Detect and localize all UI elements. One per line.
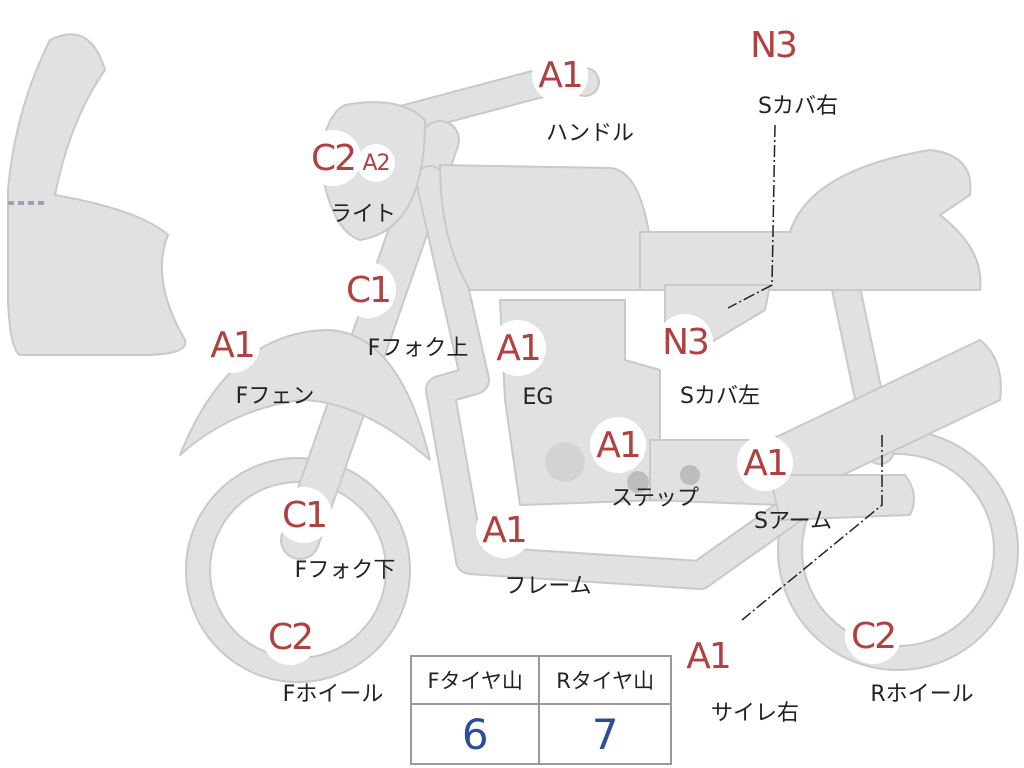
fork-upper-grade: C1 (340, 262, 396, 318)
fork-upper-label: Fフォク上 (367, 336, 469, 361)
fork-lower-label: Fフォク下 (294, 558, 396, 583)
fork-lower-grade: C1 (276, 487, 332, 543)
swing-arm-label: Sアーム (754, 509, 832, 534)
fuel-tank-shape (439, 164, 651, 291)
front-wheel-label: Fホイール (282, 682, 384, 707)
engine-grade: A1 (490, 320, 546, 376)
front-tread-header: Fタイヤ山 (409, 655, 541, 705)
s-cover-right-label: Sカバ右 (758, 94, 838, 119)
rear-tread-value: 7 (538, 703, 672, 765)
muffler-right-grade: A1 (680, 628, 736, 684)
handle-grade: A1 (532, 47, 588, 103)
s-cover-right-grade: N3 (745, 17, 801, 73)
s-cover-left-label: Sカバ左 (680, 384, 760, 409)
fairing-shape (7, 33, 187, 356)
front-fender-grade: A1 (204, 317, 260, 373)
seat-shape (639, 149, 982, 291)
rear-wheel-label: Rホイール (870, 682, 974, 707)
handle-label: ハンドル (545, 121, 635, 146)
s-cover-left-grade: N3 (657, 314, 713, 370)
step-grade: A1 (590, 417, 646, 473)
rear-tread-header: Rタイヤ山 (538, 655, 672, 705)
front-fender-label: Fフェン (235, 384, 315, 409)
rear-wheel-grade: C2 (845, 608, 901, 664)
engine-label: EG (522, 385, 554, 410)
swing-arm-grade: A1 (737, 435, 793, 491)
light-label: ライト (329, 202, 397, 227)
tire-tread-table: Fタイヤ山 Rタイヤ山 6 7 (409, 655, 672, 765)
light-grade: C2 (305, 130, 361, 186)
frame-grade: A1 (476, 502, 532, 558)
light-grade-secondary: A2 (357, 144, 395, 182)
front-tread-value: 6 (409, 703, 541, 765)
front-wheel-grade: C2 (262, 609, 318, 665)
muffler-right-label: サイレ右 (710, 701, 800, 726)
step-label: ステップ (610, 486, 700, 511)
frame-label: フレーム (504, 574, 592, 599)
